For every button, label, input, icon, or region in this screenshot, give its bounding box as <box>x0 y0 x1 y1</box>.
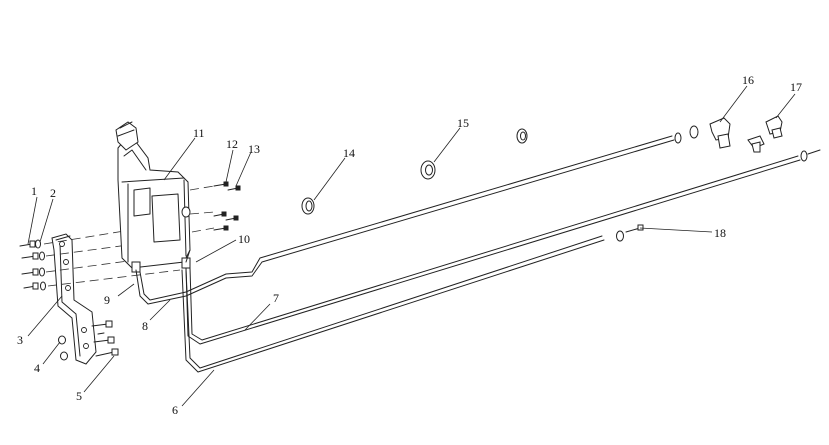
callout-12: 12 <box>226 137 238 151</box>
leader-lines <box>27 85 796 407</box>
mounting-bracket <box>51 233 97 365</box>
callout-17: 17 <box>790 80 802 94</box>
callout-18: 18 <box>714 226 726 240</box>
seal-ring-15b <box>516 128 528 144</box>
callout-15: 15 <box>457 116 469 130</box>
seal-ring-15 <box>420 160 436 180</box>
callout-9: 9 <box>104 293 110 307</box>
reservoir-tank <box>115 121 191 273</box>
callout-11: 11 <box>193 126 205 140</box>
callout-14: 14 <box>343 146 355 160</box>
fitting-18 <box>616 224 644 242</box>
seal-ring-14 <box>301 197 315 215</box>
callout-16: 16 <box>742 73 754 87</box>
hose-end-clamp <box>800 149 821 162</box>
bolt-row-c <box>23 281 46 291</box>
bracket-bolts-right <box>91 320 119 357</box>
fitting-16 <box>689 117 731 149</box>
bracket-bolts-left <box>19 239 68 361</box>
callout-3: 3 <box>17 333 23 347</box>
hoses <box>135 132 801 373</box>
tank-fasteners <box>213 181 241 231</box>
callout-10: 10 <box>238 232 250 246</box>
callout-6: 6 <box>172 403 178 417</box>
callout-7: 7 <box>273 291 279 305</box>
callout-4: 4 <box>34 361 40 375</box>
callout-1: 1 <box>31 184 37 198</box>
fitting-17 <box>747 115 783 153</box>
callout-5: 5 <box>76 389 82 403</box>
seal-rings <box>301 128 528 215</box>
bolt-row-b <box>21 267 45 277</box>
callout-labels: 1 2 3 4 5 6 7 8 9 10 11 12 13 14 15 16 1… <box>17 73 802 417</box>
bolt-1 <box>19 240 36 248</box>
bolt-row-a <box>21 251 45 261</box>
washer-2 <box>35 239 41 249</box>
callout-13: 13 <box>248 142 260 156</box>
callout-8: 8 <box>142 319 148 333</box>
nut-4 <box>58 335 68 361</box>
callout-2: 2 <box>50 186 56 200</box>
